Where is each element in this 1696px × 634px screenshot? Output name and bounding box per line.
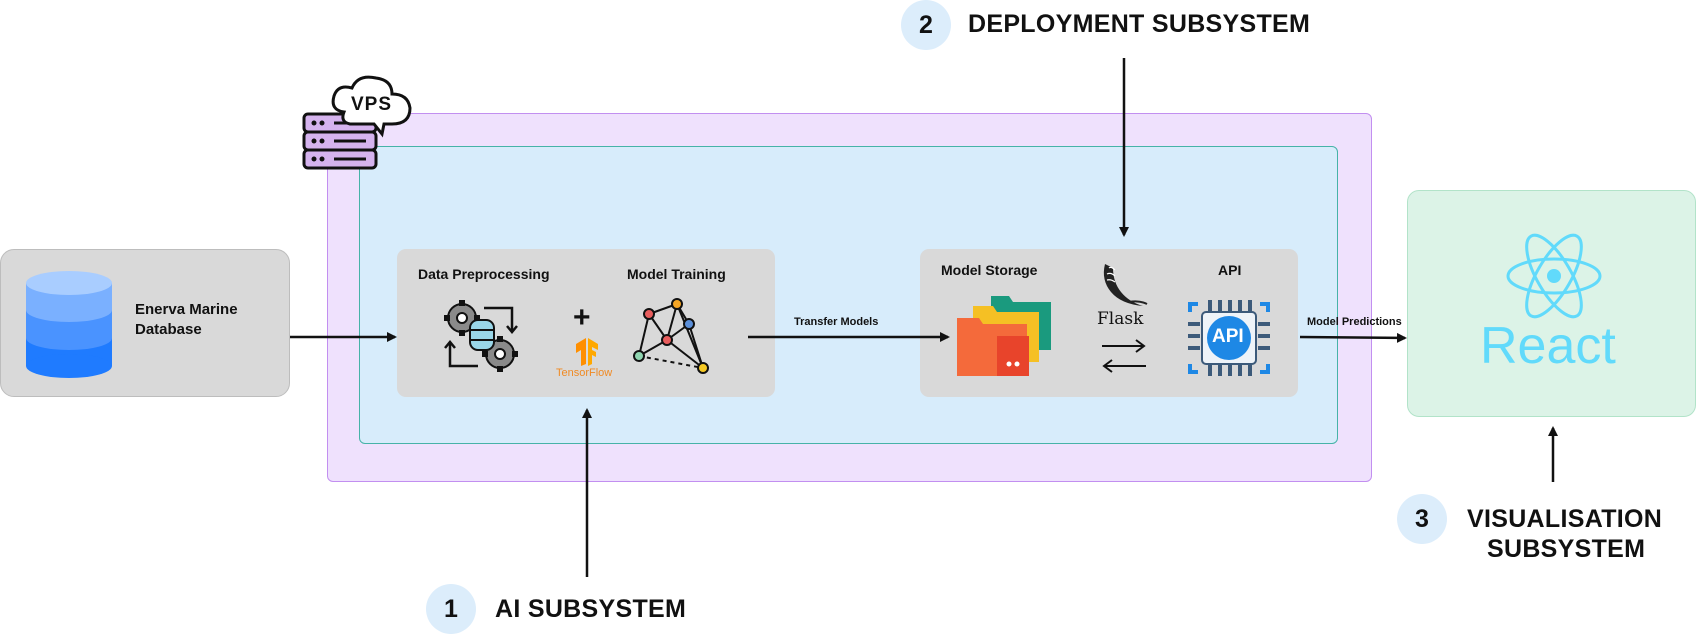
neural-network-icon [633,298,709,374]
model-storage-folders-icon [957,296,1051,376]
database-icon [26,271,112,378]
visualisation-subsystem-label-line1: VISUALISATION [1467,505,1663,533]
api-chip-label: API [1212,326,1244,347]
visualisation-subsystem-badge: 3 [1397,494,1447,544]
data-preprocessing-label: Data Preprocessing [418,266,550,282]
transfer-models-label: Transfer Models [794,316,879,328]
deployment-subsystem-badge: 2 [901,0,951,50]
visualisation-subsystem-label-line2: SUBSYSTEM [1487,535,1646,563]
database-label-line2: Database [135,321,202,338]
vps-server-icon [302,75,412,170]
deployment-subsystem-label: DEPLOYMENT SUBSYSTEM [968,10,1311,38]
tensorflow-label: TensorFlow [556,367,613,379]
api-chip-icon [1188,300,1270,376]
database-label-line1: Enerva Marine [135,301,238,318]
flask-icon [1103,264,1148,306]
model-training-label: Model Training [627,266,726,282]
model-predictions-label: Model Predictions [1307,316,1402,328]
api-label: API [1218,262,1242,278]
model-storage-label: Model Storage [941,262,1038,278]
react-logo-icon [1506,233,1602,319]
plus-sign: + [573,301,591,334]
ai-subsystem-badge: 1 [426,584,476,634]
data-preprocessing-icon [444,300,518,372]
exchange-arrows-icon [1102,339,1146,373]
vps-label: VPS [351,94,393,115]
flask-label: Flask [1097,309,1144,329]
tensorflow-icon [576,338,598,366]
ai-subsystem-label: AI SUBSYSTEM [495,595,687,623]
react-label: React [1480,317,1616,375]
arrow-model-predictions [1299,332,1407,343]
